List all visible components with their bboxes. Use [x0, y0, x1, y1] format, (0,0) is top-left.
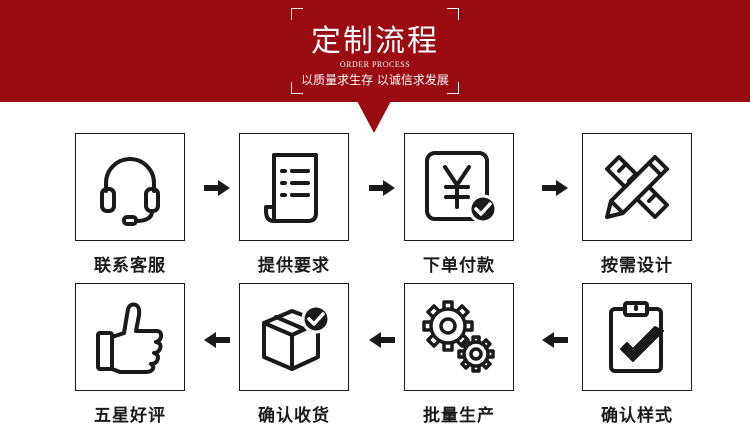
step-label: 提供要求 — [258, 256, 330, 276]
page-title: 定制流程 — [311, 24, 439, 59]
step-label: 联系客服 — [94, 256, 166, 276]
step-icon-box — [239, 133, 349, 241]
step-label: 确认样式 — [601, 406, 673, 426]
arrow-right-icon — [542, 180, 568, 196]
arrow-left-icon — [204, 332, 230, 348]
arrow-left-icon — [542, 332, 568, 348]
step-provide-requirements: 提供要求 — [239, 133, 349, 276]
step-order-payment: 下单付款 — [404, 133, 514, 276]
frame-corner — [291, 8, 303, 20]
step-icon-box — [75, 283, 185, 391]
package-check-icon — [262, 304, 331, 371]
header-banner — [0, 0, 750, 102]
step-mass-production: 批量生产 — [404, 283, 514, 426]
step-icon-box — [404, 283, 514, 391]
step-label: 五星好评 — [94, 406, 166, 426]
page-subtitle: ORDER PROCESS — [339, 60, 411, 69]
yen-payment-icon — [425, 151, 498, 224]
title-frame: 定制流程 ORDER PROCESS — [291, 8, 459, 94]
arrow-right-icon — [369, 180, 395, 196]
arrow-right-icon — [204, 180, 230, 196]
step-icon-box — [404, 133, 514, 241]
ruler-pencil-icon — [605, 155, 669, 219]
clipboard-check-icon — [609, 301, 664, 373]
thumbs-up-icon — [96, 302, 164, 374]
headset-icon — [100, 157, 160, 226]
frame-corner — [447, 8, 459, 20]
step-label: 批量生产 — [423, 406, 495, 426]
arrow-left-icon — [369, 332, 395, 348]
step-label: 按需设计 — [601, 256, 673, 276]
step-confirm-receipt: 确认收货 — [239, 283, 349, 426]
document-list-icon — [264, 153, 318, 223]
step-custom-design: 按需设计 — [582, 133, 692, 276]
frame-corner — [447, 82, 459, 94]
step-contact-service: 联系客服 — [75, 133, 185, 276]
banner-pointer — [357, 101, 391, 133]
step-five-star-review: 五星好评 — [75, 283, 185, 426]
step-icon-box — [239, 283, 349, 391]
step-icon-box — [582, 283, 692, 391]
step-label: 确认收货 — [258, 406, 330, 426]
gears-icon — [422, 300, 495, 373]
frame-corner — [291, 82, 303, 94]
slogan: 以质量求生存 以诚信求发展 — [301, 73, 449, 87]
step-icon-box — [75, 133, 185, 241]
step-label: 下单付款 — [423, 256, 495, 276]
step-confirm-style: 确认样式 — [582, 283, 692, 426]
step-icon-box — [582, 133, 692, 241]
